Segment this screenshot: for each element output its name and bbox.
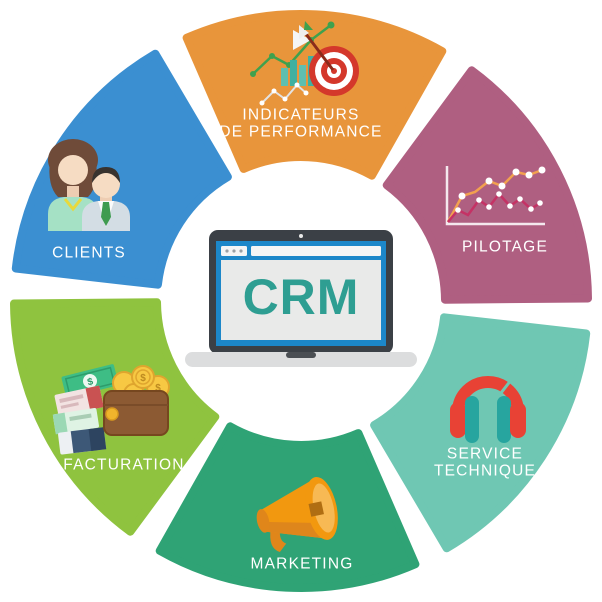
banknote-dollar-glyph: $ — [86, 376, 94, 388]
browser-page — [221, 260, 381, 340]
coin-dollar-glyph: $ — [155, 383, 161, 394]
label-marketing: MARKETING — [250, 555, 354, 573]
wallet-money-icon: $ $ $ — [52, 364, 170, 455]
segment-indicateurs-de-performance — [182, 10, 447, 180]
label-indicateurs-de-performance: INDICATEURS DE PERFORMANCE — [219, 106, 383, 141]
label-pilotage: PILOTAGE — [462, 238, 548, 256]
laptop-base — [185, 352, 417, 367]
crm-screen-title: CRM — [242, 269, 360, 325]
browser-address-bar — [251, 246, 381, 256]
headphones-icon — [450, 376, 526, 443]
label-facturation: FACTURATION — [63, 456, 185, 474]
coin-dollar-glyph: $ — [140, 373, 146, 384]
laptop — [185, 230, 417, 367]
people-icon — [48, 139, 130, 231]
segment-service-technique — [370, 313, 591, 553]
laptop-base-notch — [286, 352, 316, 358]
megaphone-icon — [256, 476, 338, 553]
webcam-dot — [299, 234, 303, 238]
segment-pilotage — [382, 66, 592, 304]
label-service-technique: SERVICE TECHNIQUE — [433, 445, 537, 480]
label-clients: CLIENTS — [52, 244, 126, 262]
line-chart-icon — [445, 166, 546, 226]
bar-line-chart-and-target-icon — [250, 21, 359, 106]
